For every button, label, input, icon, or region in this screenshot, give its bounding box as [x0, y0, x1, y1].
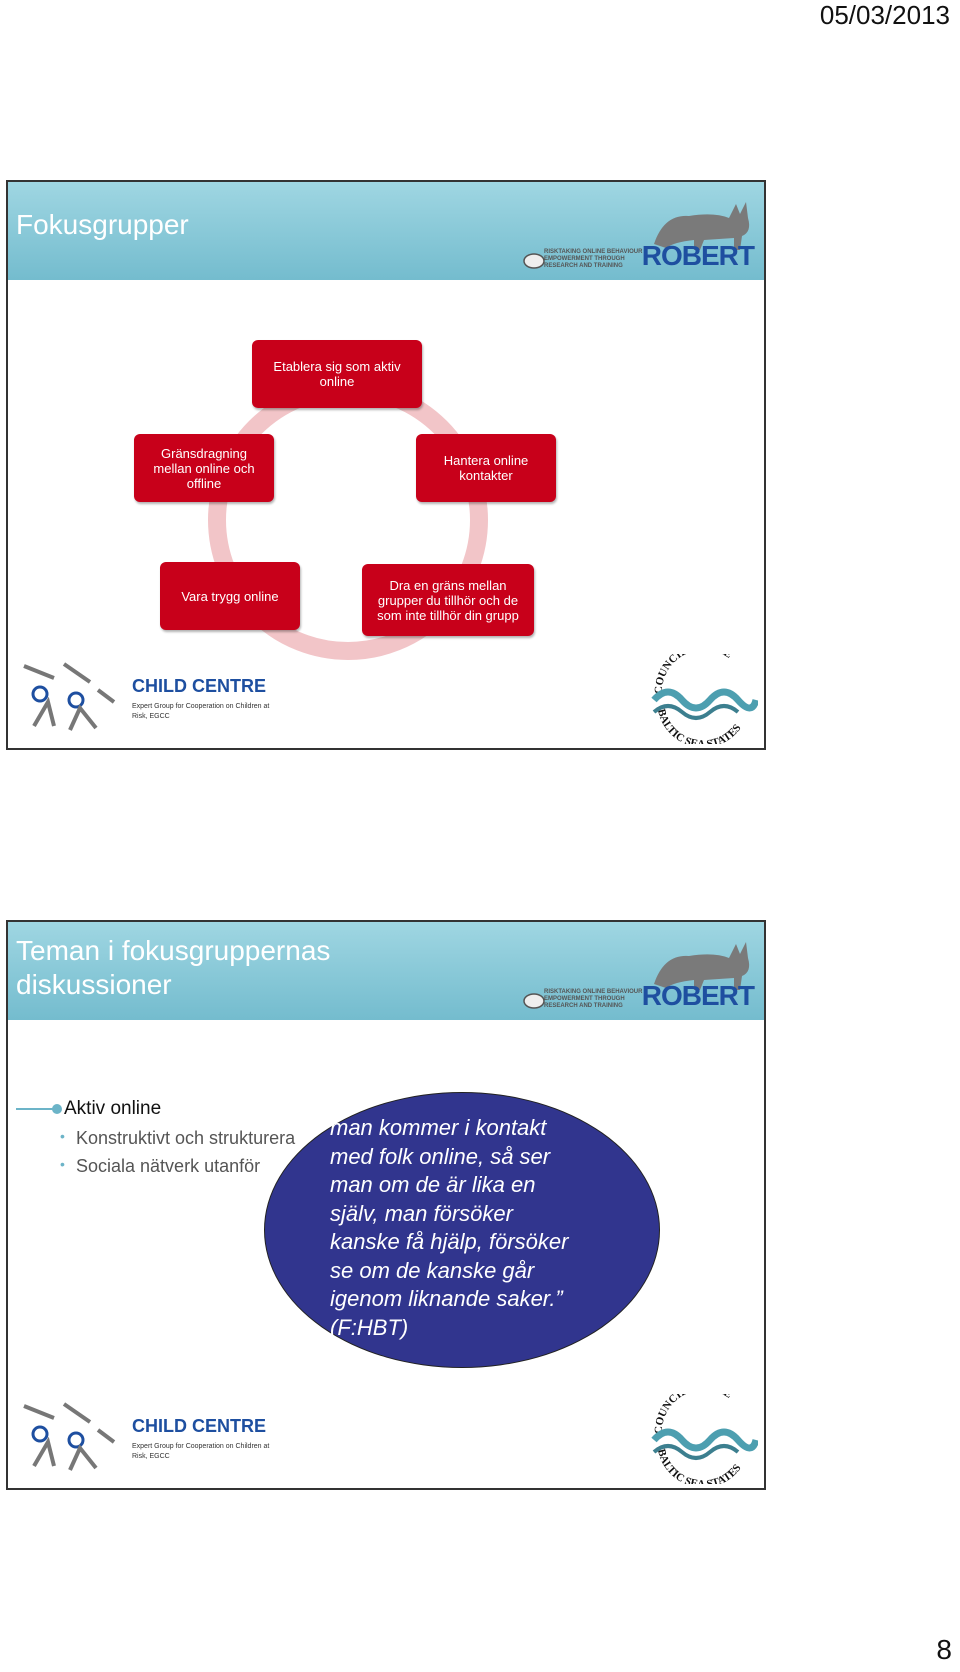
slide-title-line2: diskussioner	[16, 969, 172, 1000]
cbss-logo: COUNCIL OF THE BALTIC SEA STATES	[648, 1381, 760, 1488]
robert-tagline: RISKTAKING ONLINE BEHAVIOUR EMPOWERMENT …	[544, 989, 643, 1009]
slide-header: Fokusgrupper RISKTAKING ONLINE BEHAVIOUR…	[8, 182, 764, 280]
svg-text:BALTIC SEA STATES: BALTIC SEA STATES	[655, 1448, 744, 1484]
svg-text:COUNCIL OF THE: COUNCIL OF THE	[653, 654, 734, 694]
cycle-box-1: Etablera sig som aktiv online	[252, 340, 422, 408]
cycle-box-2: Hantera online kontakter	[416, 434, 556, 502]
svg-text:BALTIC SEA STATES: BALTIC SEA STATES	[655, 708, 744, 744]
page-date: 05/03/2013	[819, 0, 950, 30]
bullet-main: Aktiv online	[64, 1098, 162, 1119]
cbss-waves-icon: COUNCIL OF THE BALTIC SEA STATES	[651, 1381, 760, 1488]
robert-logo: RISKTAKING ONLINE BEHAVIOUR EMPOWERMENT …	[520, 922, 760, 1020]
child-centre-subtitle: Expert Group for Cooperation on Children…	[132, 1443, 270, 1460]
cbss-waves-icon: COUNCIL OF THE BALTIC SEA STATES	[651, 641, 760, 748]
robert-logo: RISKTAKING ONLINE BEHAVIOUR EMPOWERMENT …	[520, 182, 760, 280]
cycle-box-5: Gränsdragning mellan online och offline	[134, 434, 274, 502]
cycle-box-4: Vara trygg online	[160, 562, 300, 630]
quote-text: man kommer i kontakt med folk online, så…	[330, 1115, 569, 1340]
child-centre-logo: CHILD CENTRE Expert Group for Cooperatio…	[14, 656, 274, 746]
mouse-icon	[523, 253, 545, 269]
cat-silhouette-icon	[654, 942, 750, 990]
page-number: 8	[936, 1634, 952, 1665]
slide-title: Teman i fokusgruppernas diskussioner	[16, 934, 330, 1002]
quote-oval	[264, 1092, 660, 1368]
sub-bullet-2: •Sociala nätverk utanför	[60, 1156, 261, 1176]
child-figures-icon	[23, 1402, 116, 1471]
child-centre-logo: CHILD CENTRE Expert Group for Cooperatio…	[14, 1396, 274, 1486]
cat-silhouette-icon	[654, 202, 750, 250]
robert-text: ROBERT	[641, 980, 755, 1011]
bullet-arrow-dot	[52, 1104, 62, 1114]
mouse-icon	[523, 993, 545, 1009]
slide-teman: Teman i fokusgruppernas diskussioner RIS…	[6, 920, 766, 1490]
sub-bullet-1: •Konstruktivt och strukturera	[60, 1128, 296, 1148]
child-centre-subtitle: Expert Group for Cooperation on Children…	[132, 703, 270, 720]
slide-title: Fokusgrupper	[16, 209, 189, 240]
slide-header: Teman i fokusgruppernas diskussioner RIS…	[8, 922, 764, 1020]
child-figures-icon	[23, 662, 116, 731]
child-centre-title: CHILD CENTRE	[132, 1416, 266, 1436]
svg-text:COUNCIL OF THE: COUNCIL OF THE	[653, 1394, 734, 1434]
cycle-box-3: Dra en gräns mellan grupper du tillhör o…	[362, 564, 534, 636]
bullet-arrow	[16, 1108, 56, 1110]
cbss-logo: COUNCIL OF THE BALTIC SEA STATES	[648, 641, 760, 748]
robert-tagline: RISKTAKING ONLINE BEHAVIOUR EMPOWERMENT …	[544, 249, 643, 269]
slide-title-line1: Teman i fokusgruppernas	[16, 935, 331, 966]
slide-fokusgrupper: Fokusgrupper RISKTAKING ONLINE BEHAVIOUR…	[6, 180, 766, 750]
child-centre-title: CHILD CENTRE	[132, 676, 266, 696]
robert-text: ROBERT	[641, 240, 755, 271]
